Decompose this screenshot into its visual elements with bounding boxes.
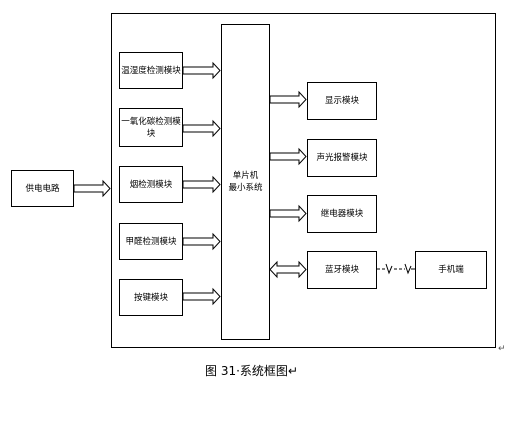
smoke-module-box: 烟检测模块 <box>119 166 183 203</box>
figure-caption: 图 31·系统框图↵ <box>205 364 298 378</box>
arrow-formaldehyde-to-mcu <box>182 232 221 251</box>
arrow-key-to-mcu <box>182 287 221 306</box>
arrow-mcu-to-alarm <box>269 147 307 166</box>
phone-label: 手机端 <box>438 265 464 275</box>
formaldehyde-module-label: 甲醛检测模块 <box>125 236 177 247</box>
arrow-power-to-system <box>73 179 111 198</box>
co-module-box: 一氧化碳检测模 块 <box>119 108 183 147</box>
bluetooth-module-label: 蓝牙模块 <box>324 265 359 275</box>
phone-box: 手机端 <box>415 251 487 289</box>
display-module-box: 显示模块 <box>307 82 377 120</box>
arrow-temp-humidity-to-mcu <box>182 61 221 80</box>
power-circuit-box: 供电电路 <box>11 170 74 207</box>
wireless-link <box>377 263 415 275</box>
power-circuit-label: 供电电路 <box>25 183 60 194</box>
formaldehyde-module-box: 甲醛检测模块 <box>119 223 183 260</box>
mcu-label-line2: 最小系统 <box>228 183 263 193</box>
arrow-co-to-mcu <box>182 119 221 138</box>
arrow-mcu-bluetooth-bidirectional <box>269 260 307 279</box>
display-module-label: 显示模块 <box>324 96 359 106</box>
arrow-smoke-to-mcu <box>182 175 221 194</box>
key-module-label: 按键模块 <box>133 292 168 303</box>
alarm-module-label: 声光报警模块 <box>316 153 368 163</box>
arrow-mcu-to-display <box>269 90 307 109</box>
arrow-mcu-to-relay <box>269 204 307 223</box>
alarm-module-box: 声光报警模块 <box>307 139 377 177</box>
mcu-box: 单片机 最小系统 <box>221 24 270 340</box>
paragraph-mark: ↵ <box>498 344 506 354</box>
smoke-module-label: 烟检测模块 <box>129 179 173 190</box>
bluetooth-module-box: 蓝牙模块 <box>307 251 377 289</box>
temp-humidity-module-label: 温湿度检测模块 <box>121 65 181 76</box>
co-module-label-line1: 一氧化碳检测模 <box>121 116 181 127</box>
relay-module-box: 继电器模块 <box>307 195 377 233</box>
relay-module-label: 继电器模块 <box>320 209 364 219</box>
co-module-label-line2: 块 <box>146 128 156 139</box>
key-module-box: 按键模块 <box>119 279 183 316</box>
mcu-label-line1: 单片机 <box>232 171 259 181</box>
